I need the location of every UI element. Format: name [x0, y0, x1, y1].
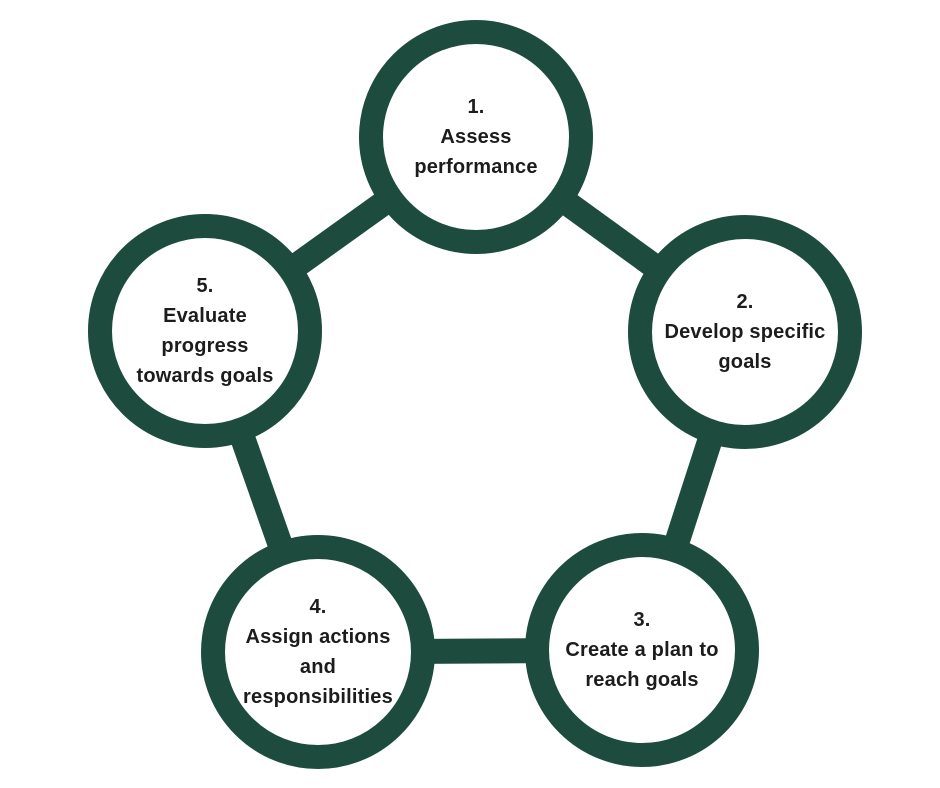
node-label: Create a plan to reach goals — [565, 639, 719, 691]
node-number: 1. — [467, 96, 485, 118]
node-text: 3. Create a plan to reach goals — [549, 575, 735, 725]
node-number: 3. — [633, 609, 651, 631]
node-number: 5. — [196, 275, 214, 297]
node-create-plan: 3. Create a plan to reach goals — [525, 533, 759, 767]
node-text: 5. Evaluate progress towards goals — [112, 241, 298, 421]
node-label: Evaluate progress towards goals — [136, 305, 274, 387]
node-number: 4. — [309, 596, 327, 618]
node-text: 4. Assign actions and responsibilities — [225, 562, 411, 742]
node-label: Assess performance — [414, 126, 538, 178]
node-evaluate-progress: 5. Evaluate progress towards goals — [88, 214, 322, 448]
node-text: 1. Assess performance — [383, 62, 569, 212]
node-assign-actions: 4. Assign actions and responsibilities — [201, 535, 435, 769]
node-develop-specific-goals: 2. Develop specific goals — [628, 215, 862, 449]
node-assess-performance: 1. Assess performance — [359, 20, 593, 254]
node-text: 2. Develop specific goals — [652, 257, 838, 407]
node-label: Assign actions and responsibilities — [243, 626, 393, 708]
node-label: Develop specific goals — [664, 321, 826, 373]
node-number: 2. — [736, 291, 754, 313]
